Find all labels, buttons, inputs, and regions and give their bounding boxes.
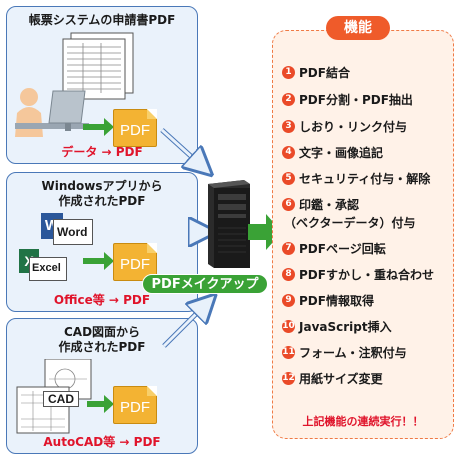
- function-item: 11 フォーム・注釈付与: [282, 342, 407, 362]
- function-item: 9 PDF情報取得: [282, 290, 374, 310]
- server-tower-icon: [208, 180, 250, 268]
- function-label: PDF分割・PDF抽出: [299, 92, 413, 107]
- pdf-file-label: PDF: [120, 256, 150, 273]
- function-item: 4 文字・画像追記: [282, 142, 383, 162]
- source-panel-form-system: 帳票システムの申請書PDF PDF データ → PDF: [6, 6, 198, 164]
- function-item: 2 PDF分割・PDF抽出: [282, 89, 413, 109]
- number-badge: 1: [282, 65, 295, 79]
- function-item: 3 しおり・リンク付与: [282, 116, 407, 136]
- functions-panel: [272, 30, 454, 439]
- panel-title-line-2: 作成されたPDF: [58, 340, 146, 354]
- panel-title-line-1: Windowsアプリから: [41, 179, 163, 193]
- pdf-file-label: PDF: [120, 399, 150, 416]
- function-label: フォーム・注釈付与: [299, 345, 407, 360]
- number-badge: 6: [282, 197, 295, 211]
- panel-title-line-1: CAD図面から: [63, 325, 141, 339]
- convert-arrow: [83, 252, 114, 270]
- word-app-icon: W Word: [41, 213, 93, 249]
- pdf-file-label: PDF: [120, 122, 150, 139]
- function-item: 8 PDFすかし・重ね合わせ: [282, 264, 434, 284]
- number-badge: 5: [282, 171, 295, 185]
- number-badge: 4: [282, 145, 295, 159]
- word-document: [53, 219, 93, 245]
- function-label: PDFすかし・重ね合わせ: [299, 267, 434, 282]
- panel-title: 帳票システムの申請書PDF: [28, 13, 176, 27]
- function-item: 5 セキュリティ付与・解除: [282, 168, 430, 188]
- convert-arrow: [87, 395, 114, 413]
- person-at-computer-icon: [15, 88, 89, 137]
- function-item: 10 JavaScript挿入: [282, 316, 392, 336]
- function-label: しおり・リンク付与: [299, 119, 408, 134]
- number-badge: 2: [282, 92, 295, 106]
- panel-title-line-2: 作成されたPDF: [58, 194, 146, 208]
- function-label: 印鑑・承認: [299, 197, 360, 212]
- function-label: PDF結合: [299, 65, 350, 80]
- number-badge: 12: [282, 371, 295, 385]
- pdf-file-icon: PDF: [113, 109, 157, 147]
- excel-label: Excel: [32, 262, 61, 274]
- function-item: 6 印鑑・承認: [282, 194, 359, 214]
- excel-app-icon: X Excel: [19, 249, 69, 285]
- function-label: 用紙サイズ変更: [299, 371, 383, 386]
- excel-document: [29, 257, 67, 281]
- functions-footer-note: 上記機能の連続実行！！: [302, 415, 424, 428]
- arrow-from-panel-3: [162, 302, 208, 348]
- cad-label: CAD: [43, 391, 79, 407]
- number-badge: 8: [282, 267, 295, 281]
- arrow-from-panel-1: [160, 128, 204, 168]
- number-badge: 11: [282, 345, 295, 359]
- function-label: セキュリティ付与・解除: [299, 171, 431, 186]
- function-label-continued: （ベクターデータ）付与: [284, 216, 416, 230]
- pdf-makeup-label: PDFメイクアップ: [142, 274, 268, 294]
- panel-caption: AutoCAD等 → PDF: [43, 435, 161, 449]
- convert-arrow: [83, 118, 114, 136]
- function-label: PDF情報取得: [299, 293, 374, 308]
- form-document-icon: [62, 32, 134, 100]
- panel-caption: Office等 → PDF: [53, 293, 151, 307]
- number-badge: 3: [282, 119, 295, 133]
- number-badge: 7: [282, 241, 295, 255]
- functions-title: 機能: [326, 16, 390, 40]
- panel-caption: データ → PDF: [61, 145, 143, 159]
- number-badge: 9: [282, 293, 295, 307]
- pdf-file-icon: PDF: [113, 386, 157, 424]
- function-item: 1 PDF結合: [282, 62, 350, 82]
- function-item: 12 用紙サイズ変更: [282, 368, 383, 388]
- function-label: 文字・画像追記: [299, 145, 384, 160]
- number-badge: 10: [282, 319, 295, 333]
- function-item: 7 PDFページ回転: [282, 238, 386, 258]
- function-label: PDFページ回転: [299, 241, 386, 256]
- word-label: Word: [57, 225, 88, 239]
- function-label: JavaScript挿入: [299, 319, 392, 334]
